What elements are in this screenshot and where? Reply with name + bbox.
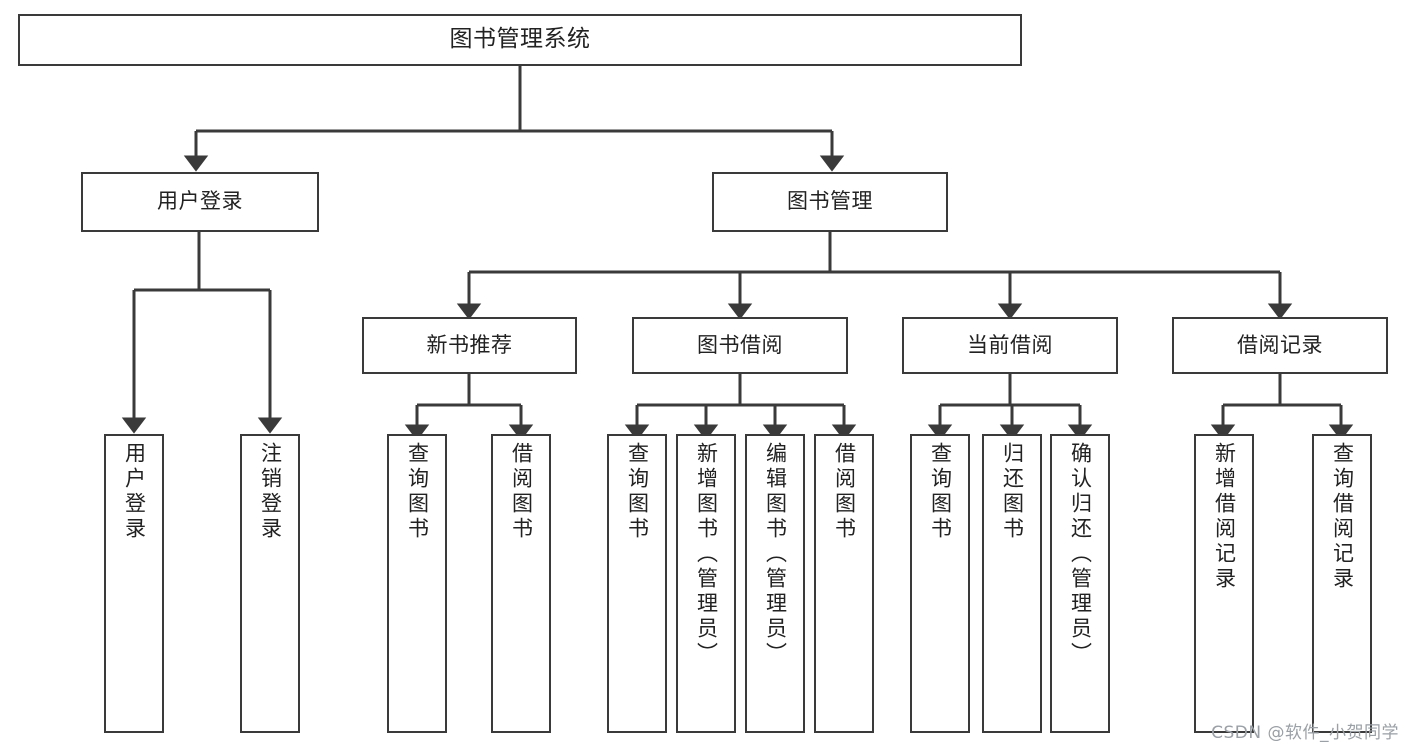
node-label: 新增图书（管理员） xyxy=(694,442,719,667)
leaf-current-borrow-query-books[interactable]: 查询图书 xyxy=(910,434,970,733)
leaf-book-borrow-edit-book-admin[interactable]: 编辑图书（管理员） xyxy=(745,434,805,733)
node-label: 借阅图书 xyxy=(832,442,857,542)
node-label: 归还图书 xyxy=(1000,442,1025,542)
leaf-current-borrow-return-books[interactable]: 归还图书 xyxy=(982,434,1042,733)
leaf-book-borrow-query-books[interactable]: 查询图书 xyxy=(607,434,667,733)
node-label: 新书推荐 xyxy=(426,332,513,357)
csdn-watermark: CSDN @软件_小贺同学 xyxy=(1211,723,1399,743)
node-user-login[interactable]: 用户登录 xyxy=(81,172,319,232)
node-label: 图书管理系统 xyxy=(449,26,591,53)
leaf-user-login-signin[interactable]: 用户登录 xyxy=(104,434,164,733)
leaf-book-borrow-borrow-books[interactable]: 借阅图书 xyxy=(814,434,874,733)
node-label: 查询图书 xyxy=(405,442,430,542)
node-label: 确认归还（管理员） xyxy=(1068,442,1093,667)
node-new-book-recommendation[interactable]: 新书推荐 xyxy=(362,317,577,374)
leaf-user-login-signout[interactable]: 注销登录 xyxy=(240,434,300,733)
leaf-book-borrow-add-book-admin[interactable]: 新增图书（管理员） xyxy=(676,434,736,733)
leaf-new-book-borrow-books[interactable]: 借阅图书 xyxy=(491,434,551,733)
node-label: 图书借阅 xyxy=(697,332,783,357)
node-label: 借阅图书 xyxy=(509,442,534,542)
node-label: 查询图书 xyxy=(625,442,650,542)
node-label: 新增借阅记录 xyxy=(1212,442,1237,592)
node-current-borrowing[interactable]: 当前借阅 xyxy=(902,317,1118,374)
node-borrowing-records[interactable]: 借阅记录 xyxy=(1172,317,1388,374)
node-label: 查询借阅记录 xyxy=(1330,442,1355,592)
leaf-borrow-record-query-record[interactable]: 查询借阅记录 xyxy=(1312,434,1372,733)
node-label: 当前借阅 xyxy=(967,332,1053,357)
leaf-borrow-record-add-record[interactable]: 新增借阅记录 xyxy=(1194,434,1254,733)
node-label: 注销登录 xyxy=(258,442,283,542)
node-book-borrowing[interactable]: 图书借阅 xyxy=(632,317,848,374)
node-label: 借阅记录 xyxy=(1237,332,1323,357)
leaf-new-book-query-books[interactable]: 查询图书 xyxy=(387,434,447,733)
node-label: 查询图书 xyxy=(928,442,953,542)
node-label: 编辑图书（管理员） xyxy=(763,442,788,667)
node-label: 图书管理 xyxy=(787,189,873,214)
node-label: 用户登录 xyxy=(122,442,147,542)
node-book-management[interactable]: 图书管理 xyxy=(712,172,948,232)
node-label: 用户登录 xyxy=(157,189,243,214)
node-root-book-management-system[interactable]: 图书管理系统 xyxy=(18,14,1022,66)
leaf-current-borrow-confirm-return-admin[interactable]: 确认归还（管理员） xyxy=(1050,434,1110,733)
